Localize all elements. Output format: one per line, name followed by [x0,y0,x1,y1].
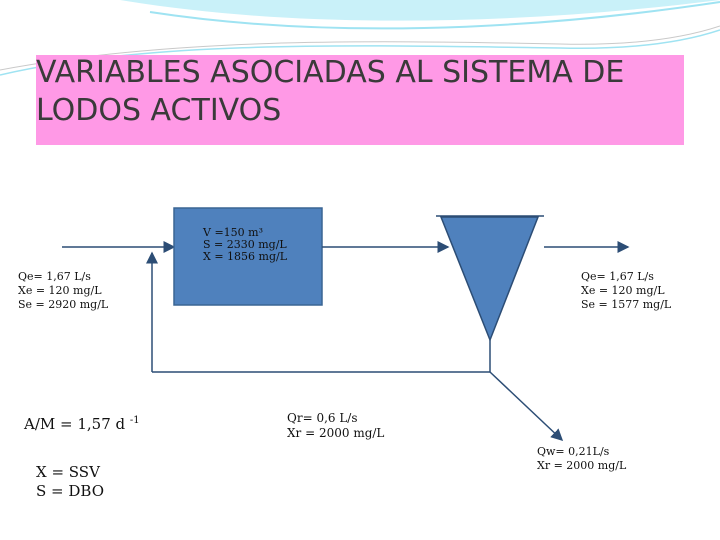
waste-labels: Qw= 0,21L/s Xr = 2000 mg/L [537,445,626,473]
recycle-labels: Qr= 0,6 L/s Xr = 2000 mg/L [287,411,384,441]
effluent-biomass: Xe = 120 mg/L [581,284,671,298]
variable-legend: X = SSV S = DBO [36,463,104,501]
reactor-labels: V =150 m³ S = 2330 mg/L X = 1856 mg/L [203,227,287,263]
effluent-substrate: Se = 1577 mg/L [581,298,671,312]
legend-x: X = SSV [36,463,104,482]
clarifier [441,217,538,340]
legend-s: S = DBO [36,482,104,501]
recycle-flow: Qr= 0,6 L/s [287,411,384,426]
effluent-flow: Qe= 1,67 L/s [581,270,671,284]
influent-labels: Qe= 1,67 L/s Xe = 120 mg/L Se = 2920 mg/… [18,270,108,312]
waste-line [490,372,562,440]
reactor-biomass: X = 1856 mg/L [203,251,287,263]
effluent-labels: Qe= 1,67 L/s Xe = 120 mg/L Se = 1577 mg/… [581,270,671,312]
influent-flow: Qe= 1,67 L/s [18,270,108,284]
waste-flow: Qw= 0,21L/s [537,445,626,459]
fm-ratio-exponent: -1 [130,415,140,426]
recycle-biomass: Xr = 2000 mg/L [287,426,384,441]
influent-substrate: Se = 2920 mg/L [18,298,108,312]
fm-ratio-value: A/M = 1,57 d [24,415,125,433]
waste-biomass: Xr = 2000 mg/L [537,459,626,473]
influent-biomass: Xe = 120 mg/L [18,284,108,298]
fm-ratio: A/M = 1,57 d -1 [24,411,140,434]
